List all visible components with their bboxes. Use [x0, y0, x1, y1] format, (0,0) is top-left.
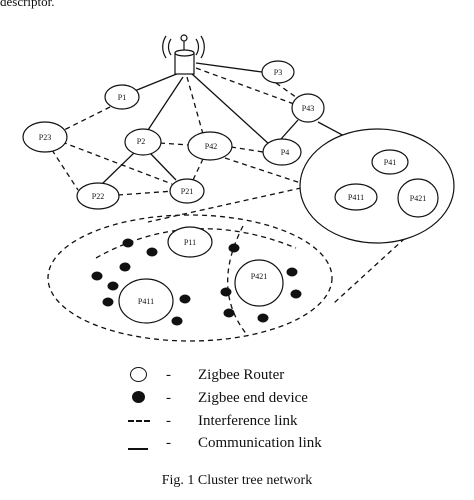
node-p421	[397, 178, 439, 218]
end-device	[91, 271, 103, 281]
node-p411	[334, 183, 378, 211]
legend-label: Interference link	[198, 413, 298, 429]
interference-p2-p42	[159, 142, 190, 146]
legend-label: Zigbee Router	[198, 367, 285, 383]
interference-p23-p21	[61, 141, 173, 185]
expanded-node-p421	[234, 259, 284, 307]
end-device	[228, 243, 240, 253]
end-device	[257, 313, 269, 323]
label-p41: P41	[384, 158, 396, 167]
node-p3	[261, 60, 295, 84]
legend-label: Communication link	[198, 435, 322, 451]
zoom-line-left	[147, 185, 311, 223]
expanded-cluster-outline	[47, 214, 333, 342]
label-expanded-p421: P421	[251, 272, 267, 281]
end-device	[146, 247, 158, 257]
legend-router: - Zigbee Router	[128, 366, 428, 386]
link-p4-p43	[280, 119, 299, 140]
node-p22	[76, 182, 120, 210]
label-p21: P21	[181, 187, 193, 196]
interference-p1-p23	[63, 106, 111, 131]
link-coordinator-p4	[190, 72, 271, 146]
figure-caption: Fig. 1 Cluster tree network	[161, 473, 313, 488]
legend-communication: - Communication link	[128, 434, 428, 454]
end-device	[119, 262, 131, 272]
node-p41	[371, 149, 409, 175]
label-p23: P23	[39, 133, 51, 142]
legend-dash: -	[166, 367, 171, 383]
dashed-line-icon	[128, 420, 150, 422]
legend-interference: - Interference link	[128, 412, 428, 432]
legend-dash: -	[166, 435, 171, 451]
node-p43	[291, 93, 325, 123]
legend-dash: -	[166, 413, 171, 429]
coordinator-antenna-icon	[162, 34, 205, 75]
label-p2: P2	[137, 137, 145, 146]
label-expanded-p411: P411	[138, 297, 154, 306]
end-device	[171, 316, 183, 326]
label-p421: P421	[410, 194, 426, 203]
interference-p22-p21	[117, 190, 175, 196]
zoom-line-right	[333, 207, 439, 304]
end-device-symbol-icon	[132, 391, 145, 403]
end-device	[107, 281, 119, 291]
label-p43: P43	[302, 104, 314, 113]
link-coordinator-p1	[131, 72, 180, 93]
end-device	[102, 297, 114, 307]
node-p1	[104, 84, 140, 110]
link-p2-p22	[101, 150, 137, 185]
node-p4	[262, 138, 302, 166]
end-device	[179, 294, 191, 304]
end-device	[223, 308, 235, 318]
partial-text-line: descriptor.	[0, 0, 55, 9]
link-coordinator-p3	[195, 62, 263, 73]
link-p2-p21	[149, 152, 177, 181]
label-expanded-p11: P11	[184, 238, 196, 247]
legend-end-device: - Zigbee end device	[128, 389, 428, 409]
interference-p3-p43	[275, 82, 301, 101]
expanded-node-p11	[167, 226, 213, 258]
node-p23	[22, 121, 68, 153]
expanded-node-p411	[118, 278, 174, 324]
label-p1: P1	[118, 93, 126, 102]
legend-label: Zigbee end device	[198, 390, 308, 406]
end-device	[220, 287, 232, 297]
interference-p42-p21	[192, 158, 204, 181]
interference-coordinator-p42	[186, 76, 204, 135]
link-coordinator-p2	[147, 76, 184, 131]
solid-line-icon	[128, 448, 148, 450]
label-p42: P42	[205, 142, 217, 151]
label-p4: P4	[281, 148, 289, 157]
label-p22: P22	[92, 192, 104, 201]
end-device	[290, 289, 302, 299]
node-p42	[187, 131, 233, 161]
end-device	[122, 238, 134, 248]
router-symbol-icon	[130, 367, 147, 382]
legend-dash: -	[166, 390, 171, 406]
label-p3: P3	[274, 68, 282, 77]
node-p21	[169, 178, 205, 204]
label-p411: P411	[348, 193, 364, 202]
end-device	[286, 267, 298, 277]
interference-p23-p22	[51, 149, 79, 191]
node-p2	[124, 128, 162, 156]
interference-p42-p4	[230, 146, 264, 153]
